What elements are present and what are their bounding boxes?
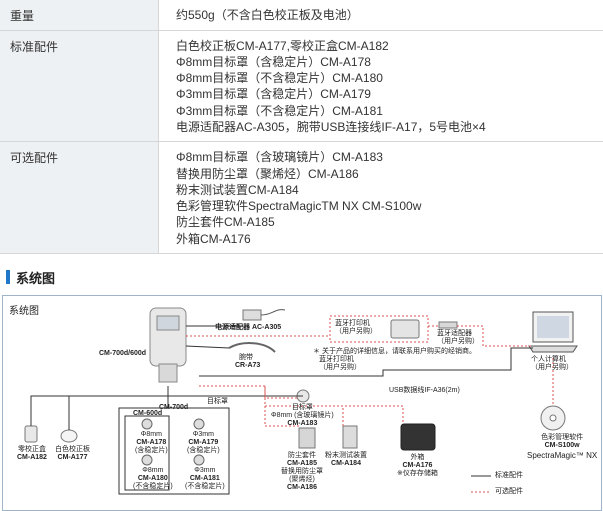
spec-table: 重量 约550g（不含白色校正板及电池） 标准配件 白色校正板CM-A177,零… (0, 0, 603, 255)
bt-adapter-name: 蓝牙适配器 (437, 330, 472, 337)
device-icon (149, 307, 187, 383)
mask-3-nostab: Φ3mm CM-A181 (不含稳定片) (185, 467, 225, 490)
mask-group-box (118, 407, 230, 495)
mask-600d-box (124, 415, 170, 491)
software-label: 色彩管理软件 CM-S100w SpectraMagic™ NX (527, 434, 598, 460)
spec-value: Φ8mm目标罩（含玻璃镜片）CM-A183 替换用防尘罩（聚烯烃）CM-A186… (158, 141, 603, 255)
spec-value: 白色校正板CM-A177,零校正盒CM-A182 Φ8mm目标罩（含稳定片）CM… (158, 30, 603, 143)
white-plate-label: 白色校正板 CM-A177 (55, 446, 90, 461)
zero-box-icon (24, 425, 38, 443)
cm700d-label: CM-700d (159, 404, 189, 411)
glass-mask-label: 目标罩 Φ8mm (含玻璃镜片) CM-A183 (271, 404, 334, 427)
printer-name: 蓝牙打印机 (335, 320, 370, 327)
spec-label: 可选配件 (0, 141, 159, 255)
notice-line: ＊ 关于产品的详细信息，请联系用户购买的经销商。 (313, 348, 476, 355)
spec-row-standard: 标准配件 白色校正板CM-A177,零校正盒CM-A182 Φ8mm目标罩（含稳… (0, 30, 603, 143)
printer-box (329, 315, 429, 343)
mask-8-stab: Φ8mm CM-A178 (含稳定片) (135, 431, 168, 454)
power-adapter-icon (242, 309, 286, 321)
zero-box-label: 零校正盒 CM-A182 (17, 446, 47, 461)
dust-kit-icon (298, 427, 316, 449)
power-adapter-label: 电源适配器 AC-A305 (215, 324, 282, 331)
standard-lines (30, 325, 533, 430)
usb-cable-label: USB数据线IF-A36(2m) (389, 387, 460, 394)
bt-adapter-icon (438, 321, 458, 329)
spec-label: 重量 (0, 0, 159, 31)
strap-name: 腕带 (239, 354, 253, 361)
pc-icon (528, 311, 578, 353)
spec-row-weight: 重量 约550g（不含白色校正板及电池） (0, 0, 603, 31)
notice-line: 蓝牙打印机 (319, 356, 354, 363)
cm600d-label: CM-600d (133, 410, 163, 417)
dust-kit-label: 防尘套件 CM-A185 替换用防尘罩 (聚烯烃) CM-A186 (281, 452, 323, 491)
legend-optional: 可选配件 (495, 488, 523, 495)
printer-icon (390, 319, 420, 339)
device-label: CM-700d/600d (99, 350, 147, 357)
mask-3-stab: Φ3mm CM-A179 (含稳定片) (187, 431, 220, 454)
system-diagram: 系统图 CM-700d/600d 电源适配器 AC-A305 腕带 CR-A73… (2, 295, 602, 511)
section-title: 系统图 (16, 270, 56, 286)
pc-name: 个人计算机 (531, 356, 566, 363)
spec-value: 约550g（不含白色校正板及电池） (158, 0, 603, 31)
cd-icon (540, 405, 566, 431)
white-plate-icon (60, 429, 78, 443)
pc-note: （用户另购） (531, 364, 573, 371)
optional-lines (186, 325, 554, 427)
notice-line: （用户另购） (319, 364, 361, 371)
powder-icon (342, 425, 358, 449)
strap-model: CR-A73 (235, 362, 261, 369)
powder-label: 粉末测试装置 CM-A184 (325, 452, 367, 467)
spec-label: 标准配件 (0, 30, 159, 143)
diagram-lines (24, 307, 578, 495)
target-mask-label: 目标罩 (207, 398, 228, 405)
bt-adapter-note: （用户另购） (437, 338, 479, 345)
diagram-title: 系统图 (9, 306, 39, 317)
case-icon (400, 423, 436, 451)
strap-icon (228, 342, 276, 353)
mask-8-nostab: Φ8mm CM-A180 (不含稳定片) (133, 467, 173, 490)
legend-standard: 标准配件 (495, 472, 523, 479)
accent-bar (6, 270, 10, 284)
spec-row-optional: 可选配件 Φ8mm目标罩（含玻璃镜片）CM-A183 替换用防尘罩（聚烯烃）CM… (0, 141, 603, 255)
printer-note: （用户另购） (335, 328, 377, 335)
section-heading: 系统图 (6, 269, 56, 286)
case-label: 外箱 CM-A176 ※仪存存储箱 (397, 454, 438, 477)
